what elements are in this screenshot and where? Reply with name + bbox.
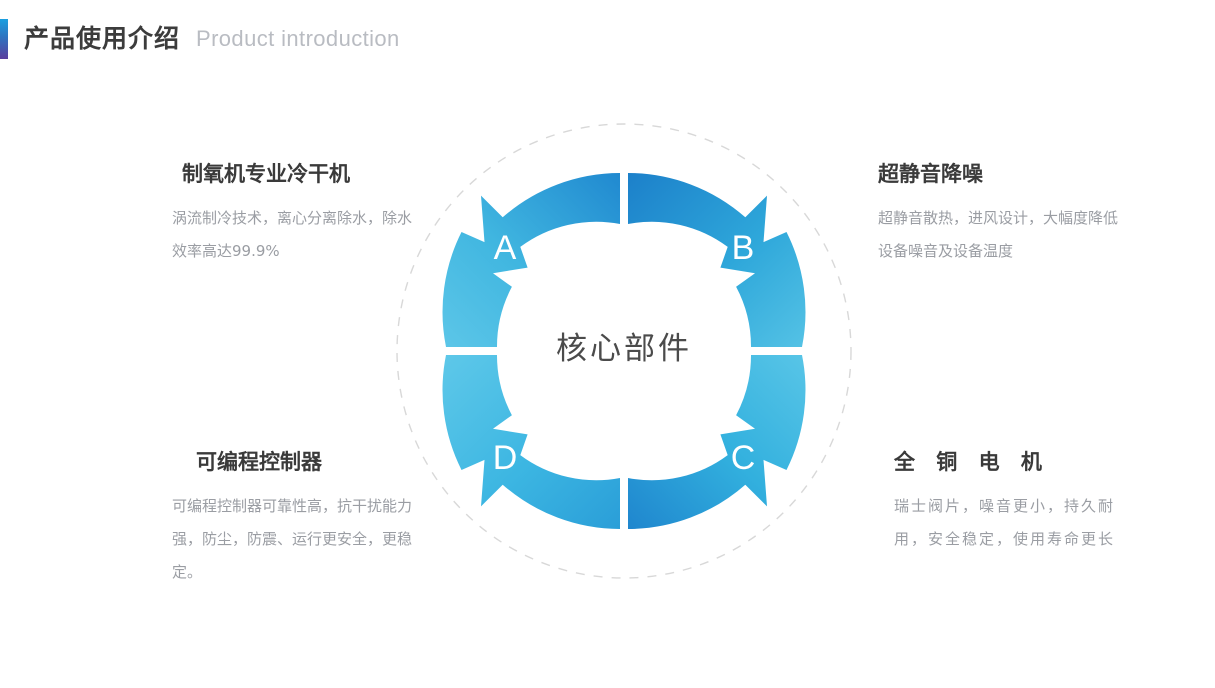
- ring-segment-a[interactable]: A: [442, 173, 620, 347]
- segment-letter-d: D: [493, 439, 518, 477]
- feature-body-d: 可编程控制器可靠性高，抗干扰能力强，防尘，防震、运行更安全，更稳定。: [172, 497, 413, 581]
- feature-body-b: 超静音散热，进风设计，大幅度降低设备噪音及设备温度: [878, 209, 1119, 260]
- segment-letter-b: B: [732, 229, 755, 267]
- segment-letter-a: A: [494, 229, 517, 267]
- ring-segment-d[interactable]: D: [442, 355, 620, 529]
- feature-block-a: 制氧机专业冷干机 涡流制冷技术，离心分离除水，除水效率高达99.9%: [172, 158, 422, 268]
- core-components-diagram: A B C D 核心部件: [380, 107, 868, 595]
- feature-title-d: 可编程控制器: [196, 450, 322, 474]
- feature-title-a: 制氧机专业冷干机: [182, 162, 350, 186]
- ring-segment-b[interactable]: B: [628, 173, 806, 347]
- page-subtitle: Product introduction: [196, 26, 400, 51]
- feature-block-d: 可编程控制器 可编程控制器可靠性高，抗干扰能力强，防尘，防震、运行更安全，更稳定…: [172, 446, 422, 589]
- feature-title-b: 超静音降噪: [878, 162, 983, 186]
- feature-title-c: 全 铜 电 机: [894, 450, 1049, 474]
- feature-body-c: 瑞士阀片，噪音更小，持久耐用，安全稳定，使用寿命更长: [894, 497, 1116, 548]
- page-header: 产品使用介绍 Product introduction: [0, 16, 1215, 62]
- page-title: 产品使用介绍: [24, 24, 181, 53]
- header-accent-bar: [0, 19, 8, 59]
- dashed-guide-circle: [396, 123, 852, 579]
- feature-body-a: 涡流制冷技术，离心分离除水，除水效率高达99.9%: [172, 209, 413, 260]
- segment-letter-c: C: [731, 439, 756, 477]
- ring-segment-c[interactable]: C: [628, 355, 806, 529]
- feature-block-c: 全 铜 电 机 瑞士阀片，噪音更小，持久耐用，安全稳定，使用寿命更长: [894, 446, 1144, 556]
- diagram-center-label: 核心部件: [556, 331, 692, 367]
- feature-block-b: 超静音降噪 超静音散热，进风设计，大幅度降低设备噪音及设备温度: [878, 158, 1128, 268]
